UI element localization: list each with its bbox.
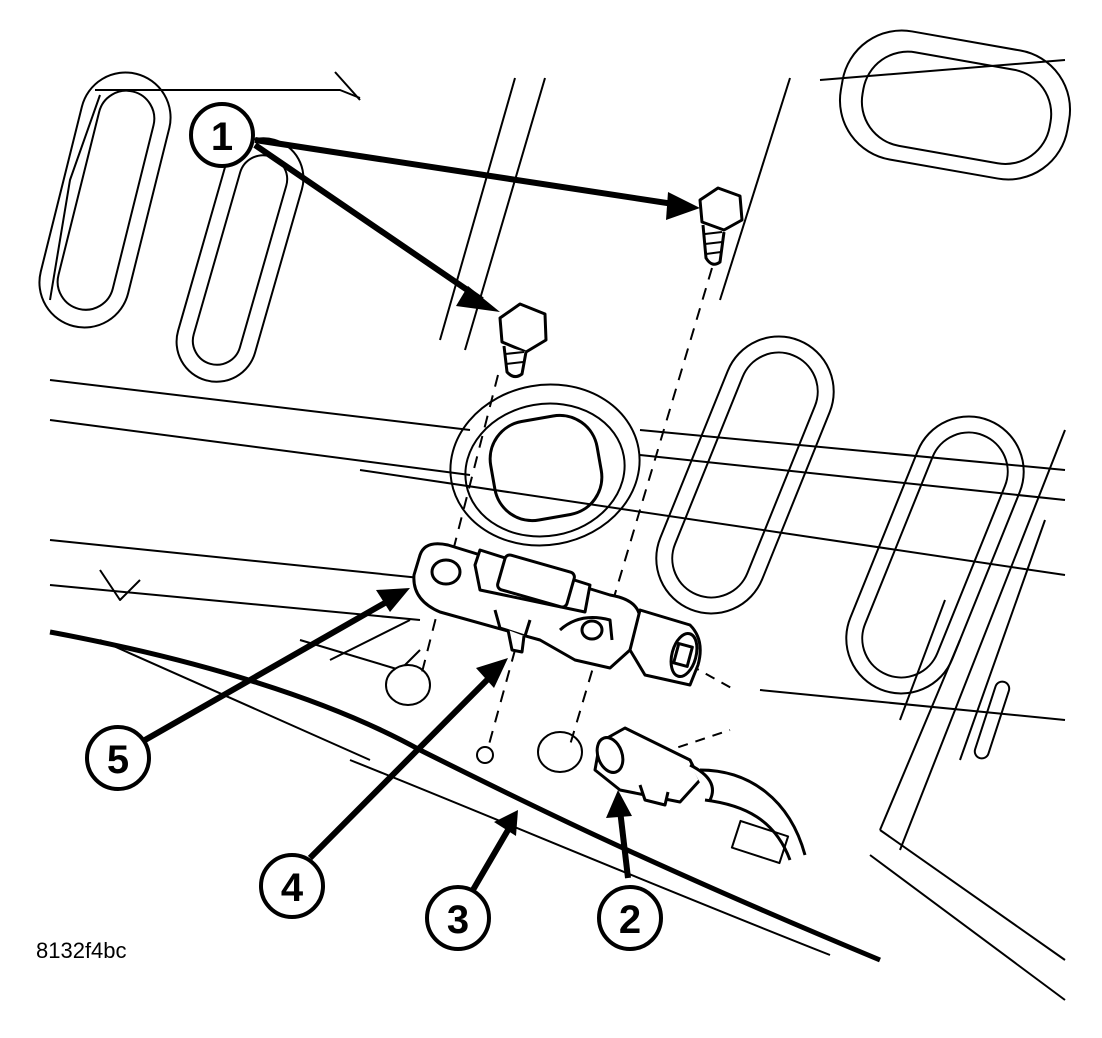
callout-5-label: 5: [107, 738, 129, 782]
bolt-upper: [698, 186, 744, 266]
callout-2: 2: [597, 885, 663, 951]
callout-3: 3: [425, 885, 491, 951]
callout-5: 5: [85, 725, 151, 791]
callout-1: 1: [189, 102, 255, 168]
callout-2-label: 2: [619, 898, 641, 942]
floor-pan-edge: [49, 629, 881, 963]
callout-4: 4: [259, 853, 325, 919]
wiring-connector: [593, 726, 807, 861]
figure-code: 8132f4bc: [36, 938, 127, 963]
alignment-lines: [419, 267, 713, 749]
callout-leaders: [143, 137, 700, 897]
callout-3-label: 3: [447, 898, 469, 942]
callout-1-label: 1: [211, 115, 233, 159]
callout-4-label: 4: [281, 866, 304, 910]
bolt-lower: [498, 302, 548, 379]
impact-sensor: [412, 542, 702, 687]
floor-pan: [38, 29, 1072, 1001]
